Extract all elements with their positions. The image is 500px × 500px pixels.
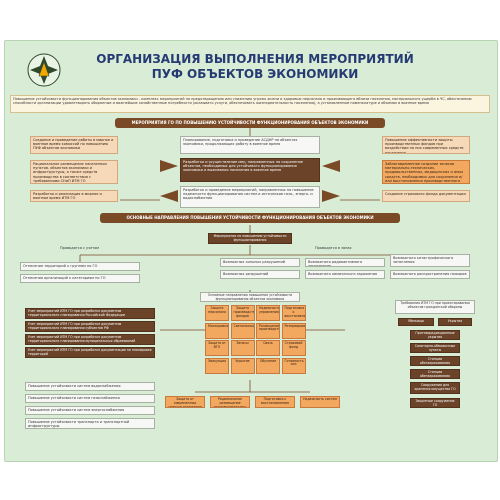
measure-right-1: Повышение эффективности защиты производс… — [382, 136, 470, 154]
shelter-cell: Убежища — [398, 318, 434, 326]
direction-cell: Защита от ВТО — [205, 340, 229, 356]
direction-cell: Надежность управления — [256, 305, 280, 321]
measure-center-3: Разработка и проведение мероприятий, нап… — [180, 186, 320, 208]
civil-defense-emblem-icon — [27, 53, 61, 87]
anti-radiation-cell: Противорадиационные укрытия — [410, 330, 460, 340]
section-header-measures: МЕРОПРИЯТИЯ ГО ПО ПОВЫШЕНИЮ УСТОЙЧИВОСТИ… — [115, 118, 385, 128]
direction-cell: Связь — [256, 340, 280, 356]
storage-cell: Сооружения для хранения имущества ГО — [410, 382, 460, 394]
cover-cell: Укрытия — [438, 318, 472, 326]
direction-cell: Укрытие — [230, 357, 255, 374]
direction-cell: Размещение производства — [256, 322, 280, 339]
lower-center-title: Основные направления повышения устойчиво… — [200, 292, 300, 302]
group-left-label: Проводятся с учетом — [60, 246, 100, 250]
measure-left-3: Разработка и реализация в мирное и военн… — [30, 190, 118, 202]
stability-water: Повышение устойчивости систем водоснабже… — [25, 382, 155, 391]
group-left-item-1: Отнесения территорий к группам по ГО — [20, 262, 140, 271]
group-right-item-3: Возможного катастрофического затопления — [390, 254, 470, 267]
page-title: ОРГАНИЗАЦИЯ ВЫПОЛНЕНИЯ МЕРОПРИЯТИЙ ПУФ О… — [70, 52, 440, 82]
measure-left-2: Рациональное размещение населенных пункт… — [30, 160, 118, 184]
stability-measures-node: Мероприятия по повышению устойчивости фу… — [208, 233, 292, 244]
direction-cell: Подготовка к восстановлению — [281, 305, 306, 321]
group-right-item-6: Возможного распространения пожаров — [390, 270, 470, 279]
measure-right-2: Заблаговременное создание запасов матери… — [382, 160, 470, 184]
group-left-item-2: Отнесения организаций к категориям по ГО — [20, 274, 140, 283]
group-right-item-5: Возможного химического заражения — [305, 270, 385, 279]
title-line-2: ПУФ ОБЪЕКТОВ ЭКОНОМИКИ — [151, 67, 359, 81]
measure-right-3: Создание страхового фонда документации — [382, 190, 470, 202]
itm-item-2: Учет мероприятий ИТМ ГО при разработке д… — [25, 321, 155, 332]
direction-cell: Защита персонала — [205, 305, 229, 321]
stability-gas: Повышение устойчивости систем газоснабже… — [25, 394, 155, 403]
direction-cell: Защита производственных фондов — [230, 305, 255, 321]
vehicle-station-cell: Станции обеззараживания техники — [410, 369, 460, 379]
itm-item-1: Учет мероприятий ИТМ ГО при разработке д… — [25, 308, 155, 319]
title-line-1: ОРГАНИЗАЦИЯ ВЫПОЛНЕНИЯ МЕРОПРИЯТИЙ — [96, 52, 414, 66]
group-right-label: Проводятся в зонах — [315, 246, 352, 250]
group-right-item-1: Возможных сильных разрушений — [220, 258, 300, 267]
itm-item-4: Учет мероприятий ИТМ ГО при разработке д… — [25, 347, 155, 358]
bottom-direction-4: Надежность систем — [300, 396, 340, 408]
intro-definition: Повышение устойчивости функционирования … — [10, 95, 490, 113]
bottom-direction-2: Рациональное размещение производительных… — [210, 396, 250, 408]
bottom-direction-1: Защита от современных средств поражения — [165, 396, 205, 408]
section-header-directions: ОСНОВНЫЕ НАПРАВЛЕНИЯ ПОВЫШЕНИЯ УСТОЙЧИВО… — [100, 213, 400, 223]
right-block-title: Требования ИТМ ГО при проектировании объ… — [395, 300, 475, 314]
group-right-item-2: Возможного радиоактивного загрязнения — [305, 258, 385, 267]
stability-energy: Повышение устойчивости систем энергоснаб… — [25, 406, 155, 415]
direction-cell: Эвакуация — [205, 357, 229, 374]
protective-structures-cell: Защитные сооружения ГО — [410, 398, 460, 408]
direction-cell: Готовность сил — [281, 357, 306, 374]
direction-cell: Страховой фонд — [281, 340, 306, 356]
group-right-item-4: Возможных разрушений — [220, 270, 300, 279]
direction-cell: Запасы — [230, 340, 255, 356]
direction-cell: Резервирование — [281, 322, 306, 339]
measure-center-2: Разработка и осуществление мер, направле… — [180, 158, 320, 182]
direction-cell: Маскировка — [205, 322, 229, 339]
direction-cell: Обучение — [256, 357, 280, 374]
measure-left-1: Создание и проведение работы в мирное и … — [30, 136, 118, 154]
bottom-direction-3: Подготовка к восстановлению — [255, 396, 295, 408]
direction-cell: Светомаскировка — [230, 322, 255, 339]
stability-transport: Повышение устойчивости транспорта и тран… — [25, 418, 155, 429]
clothing-station-cell: Станции обеззараживания одежды — [410, 356, 460, 366]
sanitary-cell: Санитарно-обмывочные пункты — [410, 343, 460, 353]
itm-item-3: Учет мероприятий ИТМ ГО при разработке д… — [25, 334, 155, 345]
measure-center-1: Планирование, подготовка и проведение АС… — [180, 136, 320, 154]
